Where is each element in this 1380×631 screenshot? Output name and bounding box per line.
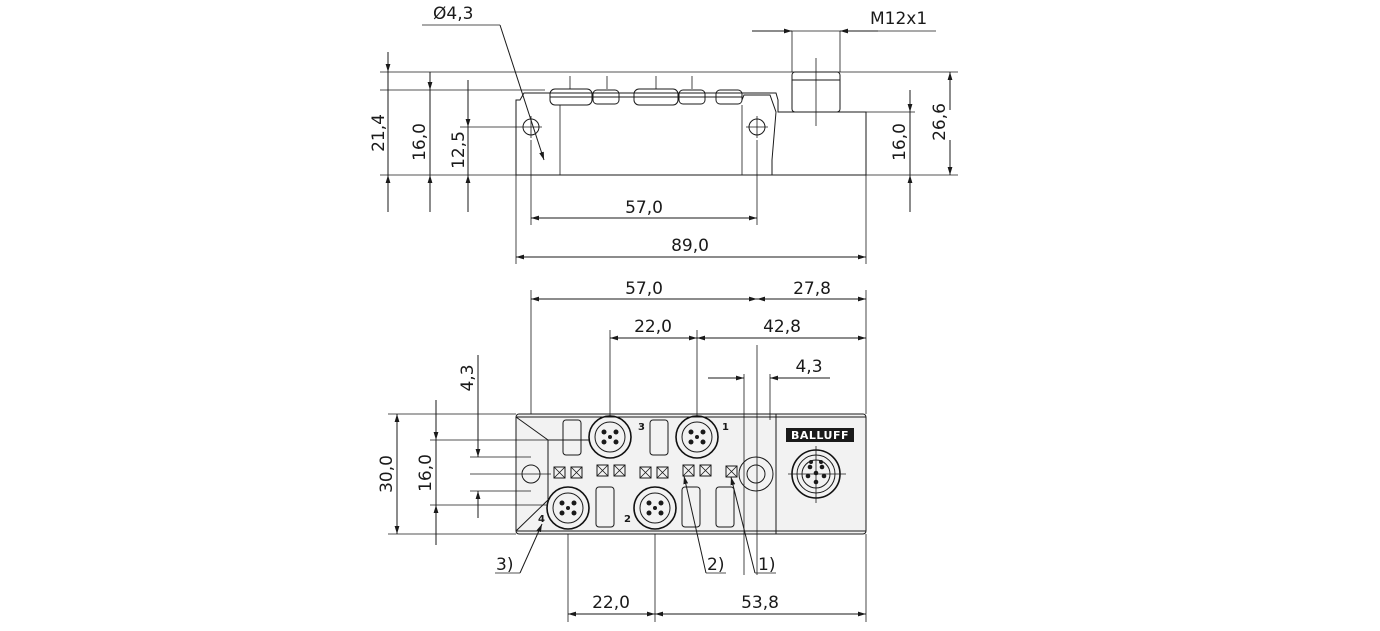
dim-right-body: 16,0: [890, 123, 910, 161]
dim-width: 30,0: [377, 455, 397, 493]
side-connector-caps: [549, 88, 743, 106]
callout-3: 3): [496, 555, 513, 575]
dim-43-hole: 4,3: [795, 357, 822, 377]
dim-160: 16,0: [416, 454, 436, 492]
dim-bottom-22: 22,0: [592, 593, 630, 613]
port-number-1: 1: [722, 422, 729, 433]
callout-1: 1): [758, 555, 775, 575]
balluff-logo: BALLUFF: [791, 429, 849, 442]
dim-hole-spacing: 57,0: [625, 198, 663, 218]
dim-height-total: 21,4: [369, 114, 389, 152]
logo-box: [786, 428, 854, 442]
port-number-3: 3: [638, 422, 645, 433]
dim-top-278: 27,8: [793, 279, 831, 299]
side-body-outline: [515, 92, 867, 176]
top-view: 3 1 4 2: [377, 279, 867, 622]
dim-428: 42,8: [763, 317, 801, 337]
side-view: 21,4 16,0 12,5 16,0 26,6 Ø4,3 M12x1: [369, 4, 958, 264]
dim-length-total: 89,0: [671, 236, 709, 256]
port-4: 4: [538, 486, 590, 530]
m12-connector-top: [788, 446, 846, 503]
port-number-2: 2: [624, 514, 631, 525]
dim-bottom-538: 53,8: [741, 593, 779, 613]
label-windows: [562, 419, 735, 528]
hole-diameter-label: Ø4,3: [433, 4, 473, 24]
callout-2: 2): [707, 555, 724, 575]
dim-height-body: 16,0: [410, 123, 430, 161]
dim-hole-height: 12,5: [449, 131, 469, 169]
top-hole-right: [746, 464, 766, 484]
dim-right-total: 26,6: [930, 103, 950, 141]
dim-top-57: 57,0: [625, 279, 663, 299]
led-indicators: [553, 464, 738, 479]
dim-43-vertical: 4,3: [458, 364, 478, 391]
port-number-4: 4: [538, 514, 545, 525]
port-2: 2: [624, 486, 677, 530]
thread-label: M12x1: [870, 9, 927, 29]
dim-port-spacing: 22,0: [634, 317, 672, 337]
